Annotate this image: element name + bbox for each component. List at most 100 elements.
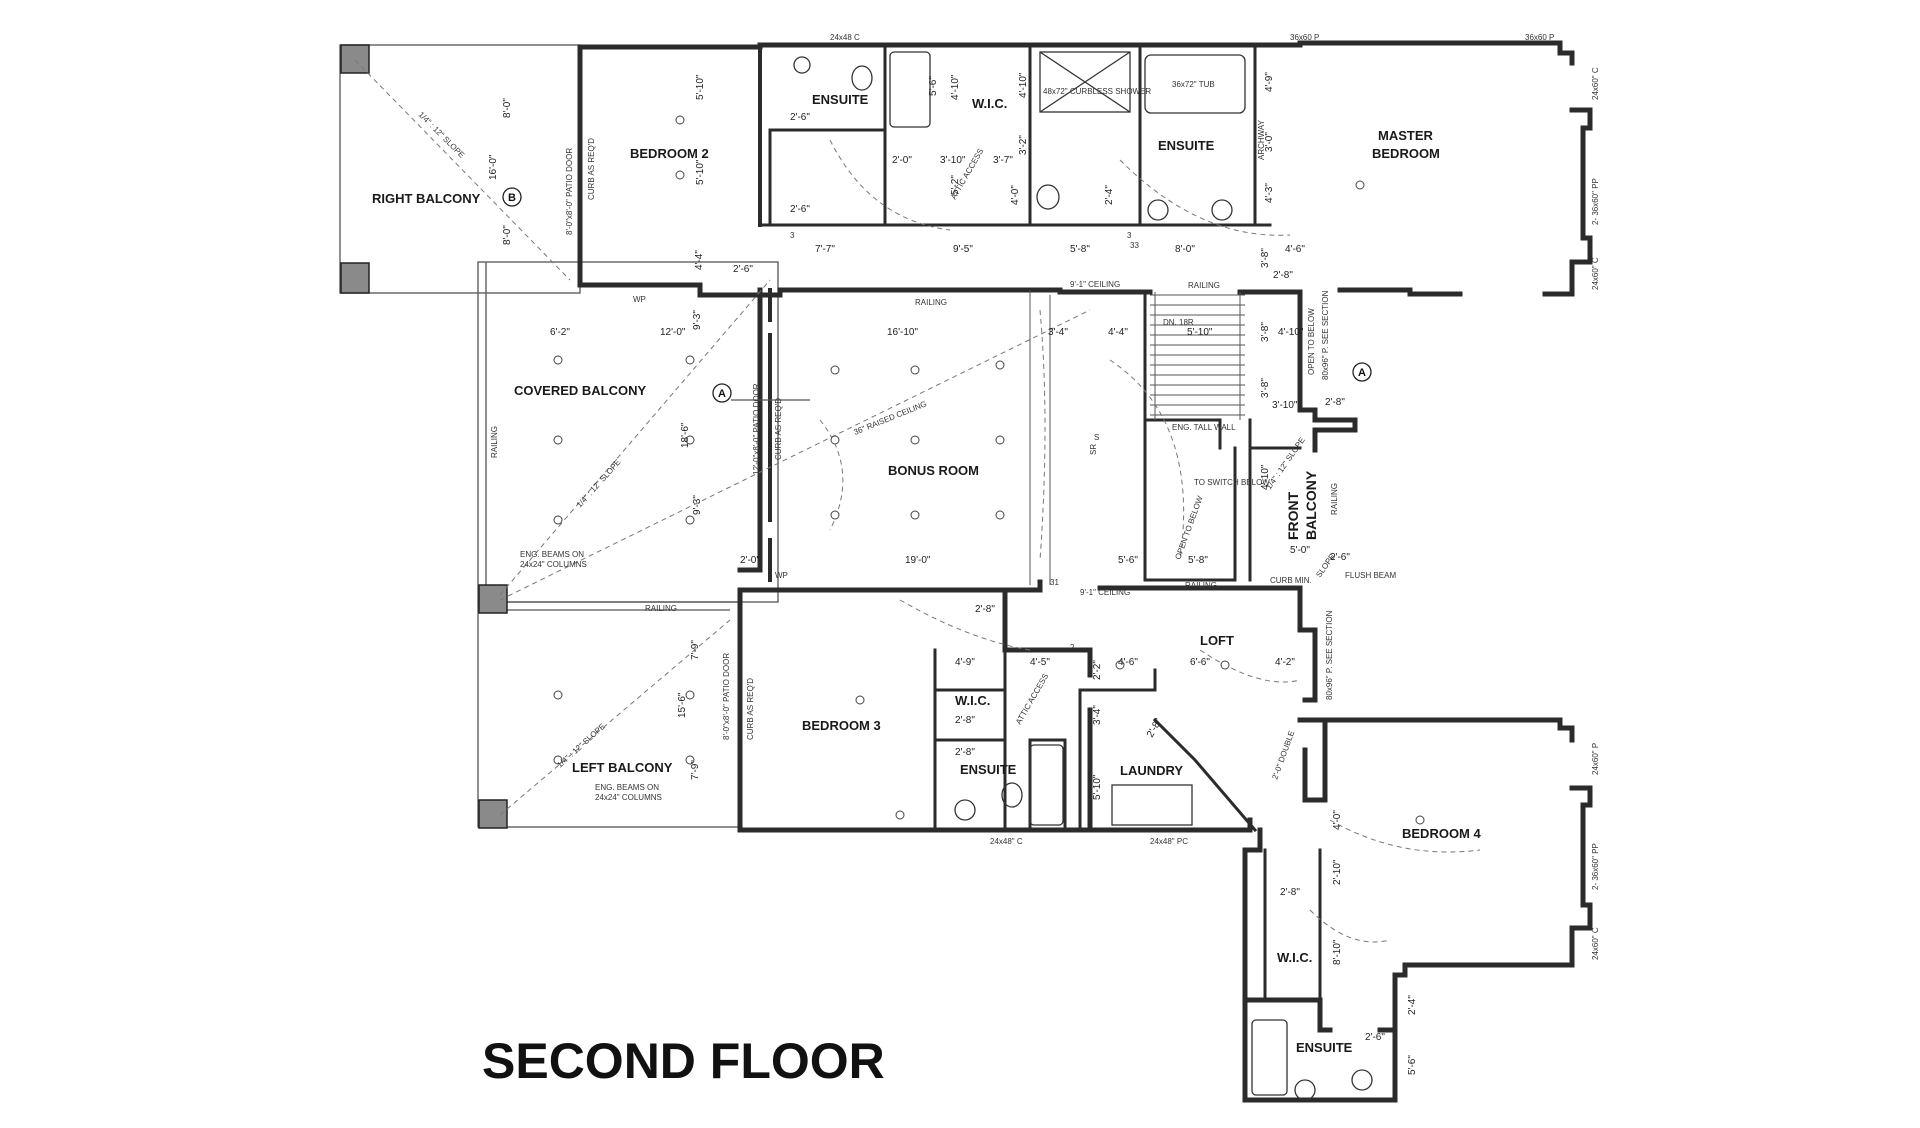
note-ceiling-bonus: 9'-1" CEILING <box>1070 280 1120 289</box>
dim-2-8-c: 2'-8" <box>975 604 995 615</box>
room-labels: RIGHT BALCONY BEDROOM 2 ENSUITE W.I.C. E… <box>372 92 1482 1055</box>
dim-2-0-a: 2'-0" <box>892 155 912 166</box>
note-attic-access-bed3: ATTIC ACCESS <box>1014 672 1050 726</box>
dim-3-8-b: 3'-8" <box>1260 322 1271 342</box>
note-open-to-below-top: OPEN TO BELOW <box>1307 308 1316 375</box>
dim-8-0-b: 8'-0" <box>502 225 513 245</box>
wall-top-block <box>577 40 1593 298</box>
note-slope-2: 1/4" : 12" SLOPE <box>575 458 623 510</box>
room-covered-balcony: COVERED BALCONY <box>514 383 647 398</box>
note-win-2-36x60-2: 2- 36x60" PP <box>1591 843 1600 890</box>
dim-3-7: 3'-7" <box>993 155 1013 166</box>
dim-5-6-c: 5'-6" <box>1407 1055 1418 1075</box>
dim-5-10-c: 5'-10" <box>1187 327 1213 338</box>
note-railing-loft: RAILING <box>1185 581 1217 590</box>
light-fixtures <box>553 115 1425 825</box>
note-win-24x60c-1: 24x60" C <box>1591 67 1600 100</box>
dim-12-0: 12'-0" <box>660 327 686 338</box>
note-num-3-1: 3 <box>790 231 795 240</box>
wall-stair <box>1143 290 1302 582</box>
note-win-24x60p-3: 24x60" P <box>1591 743 1600 775</box>
toilet-bed2 <box>851 65 873 91</box>
column-4 <box>478 799 508 829</box>
dim-2-0-b: 2'-0" <box>740 555 760 566</box>
note-win-2-36x60-1: 2- 36x60" PP <box>1591 178 1600 225</box>
wall-bedroom4-block <box>1242 717 1593 1033</box>
room-loft: LOFT <box>1200 633 1234 648</box>
dim-4-5: 4'-5" <box>1030 657 1050 668</box>
note-flush-beam: FLUSH BEAM <box>1345 571 1396 580</box>
section-a-bubble-2: A <box>1358 367 1366 379</box>
note-curb-1: CURB AS REQ'D <box>587 138 596 200</box>
note-s-mark: S <box>1094 433 1099 442</box>
master-tub <box>1144 54 1246 114</box>
note-patio-door-3: 8'-0"x8'-0" PATIO DOOR <box>722 653 731 740</box>
dim-4-6-b: 4'-6" <box>1118 657 1138 668</box>
dim-3-4-b: 3'-4" <box>1092 705 1103 725</box>
room-ensuite-bed3: ENSUITE <box>960 762 1017 777</box>
note-num-2: 2 <box>1070 643 1075 652</box>
room-ensuite-bed4: ENSUITE <box>1296 1040 1353 1055</box>
note-dn-18r: DN. 18R <box>1163 318 1194 327</box>
dim-4-10-d: 4'-10" <box>1260 464 1271 490</box>
curbless-shower <box>1039 51 1131 113</box>
dim-5-8-a: 5'-8" <box>1070 244 1090 255</box>
room-left-balcony: LEFT BALCONY <box>572 760 673 775</box>
sink-master-1 <box>1147 199 1169 221</box>
dim-2-4-b: 2'-4" <box>1407 995 1418 1015</box>
note-eng-beams-2-l1: ENG. BEAMS ON <box>595 783 659 792</box>
fixtures <box>793 51 1373 1101</box>
wall-top-interior <box>758 45 1272 227</box>
sink-bed3 <box>954 799 976 821</box>
note-win-36x60p-2: 36x60 P <box>1525 33 1554 42</box>
column-2 <box>340 262 370 294</box>
dim-4-4: 4'-4" <box>694 250 705 270</box>
dim-9-3-a: 9'-3" <box>692 310 703 330</box>
note-win-24x60c-2: 24x60" C <box>1591 257 1600 290</box>
dim-4-0-b: 4'-0" <box>1332 810 1343 830</box>
dim-3-8-a: 3'-8" <box>1260 248 1271 268</box>
room-front-balcony-l2: BALCONY <box>1303 470 1319 540</box>
room-bonus-room: BONUS ROOM <box>888 463 979 478</box>
room-right-balcony: RIGHT BALCONY <box>372 191 481 206</box>
wall-main-middle <box>737 287 1358 803</box>
note-num-31: 31 <box>1050 578 1059 587</box>
dim-5-10-a: 5'-10" <box>695 74 706 100</box>
wall-bed4-ensuite <box>1242 997 1398 1103</box>
page-title: SECOND FLOOR <box>482 1033 885 1089</box>
dim-2-8-a: 2'-8" <box>1273 270 1293 281</box>
note-tub-master: 36x72" TUB <box>1172 80 1215 89</box>
room-ensuite-top-left: ENSUITE <box>812 92 869 107</box>
dim-5-8-b: 5'-8" <box>1188 555 1208 566</box>
column-1 <box>340 44 370 74</box>
room-wic-top: W.I.C. <box>972 96 1007 111</box>
room-front-balcony-l1: FRONT <box>1285 491 1301 540</box>
note-patio-door-2: 12'-0"x8'-0" PATIO DOOR <box>752 383 761 475</box>
wall-bedroom3-block <box>737 587 1253 833</box>
note-curb-3: CURB AS REQ'D <box>746 678 755 740</box>
dim-19-0: 19'-0" <box>905 555 931 566</box>
dim-3-10: 3'-10" <box>940 155 966 166</box>
dim-18-6: 18'-6" <box>680 422 691 448</box>
dim-4-10-a: 4'-10" <box>950 74 961 100</box>
note-win-24x48c-bot: 24x48" C <box>990 837 1023 846</box>
dim-3-0: 3'-0" <box>1264 132 1275 152</box>
note-railing-front: RAILING <box>1330 483 1339 515</box>
dim-2-6-d: 2'-6" <box>1330 552 1350 563</box>
note-eng-beams-1-l2: 24x24" COLUMNS <box>520 560 587 569</box>
note-win-36x60p-1: 36x60 P <box>1290 33 1319 42</box>
columns <box>340 44 508 829</box>
dim-8-0-c: 8'-0" <box>1175 244 1195 255</box>
note-slope-1: 1/4" : 12" SLOPE <box>417 110 467 160</box>
note-railing-top: RAILING <box>915 298 947 307</box>
dim-4-9-b: 4'-9" <box>955 657 975 668</box>
note-to-switch-below: TO SWITCH BELOW <box>1194 478 1270 487</box>
dim-2-8-d: 2'-8" <box>955 715 975 726</box>
note-curbless-shower: 48x72" CURBLESS SHOWER <box>1043 87 1151 96</box>
note-sr: SR <box>1089 444 1098 455</box>
dim-9-5: 9'-5" <box>953 244 973 255</box>
dim-5-6: 5'-6" <box>928 76 939 96</box>
dim-2-6-c: 2'-6" <box>733 264 753 275</box>
note-curb-min: CURB MIN. <box>1270 576 1312 585</box>
